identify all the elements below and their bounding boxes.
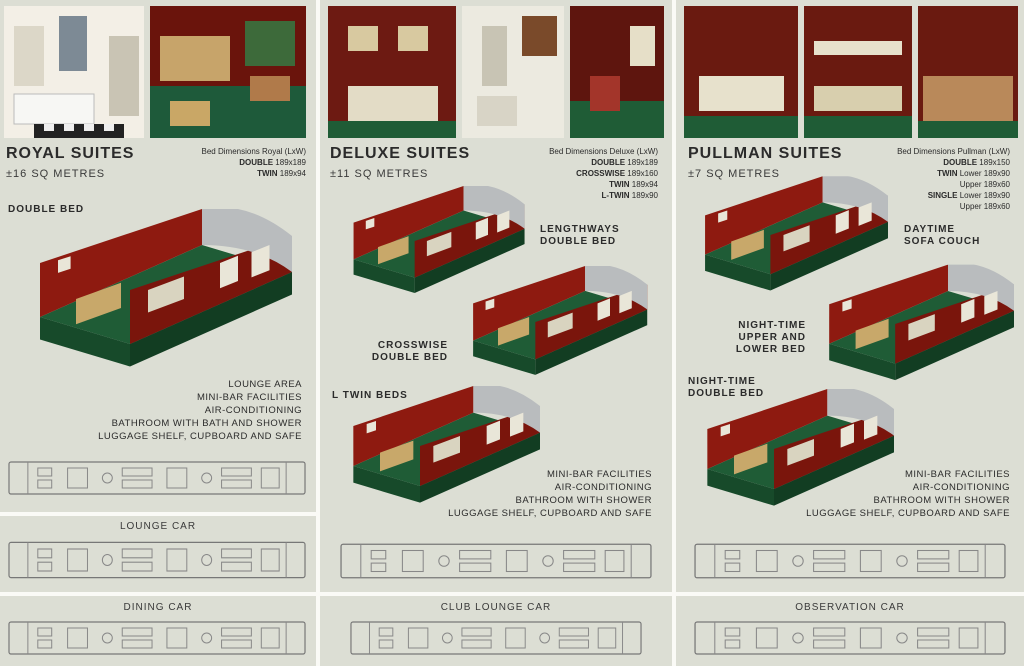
pullman-bunk-car xyxy=(816,262,1014,386)
deluxe-lounge-photo xyxy=(570,6,664,138)
dim-size: Lower 189x90 xyxy=(959,169,1010,178)
deluxe-crosswise-car xyxy=(456,266,652,378)
observation-car-plan xyxy=(694,618,1006,658)
feature-item: LUGGAGE SHELF, CUPBOARD AND SAFE xyxy=(98,431,302,442)
pullman-dims-heading: Bed Dimensions Pullman (LxW) xyxy=(897,147,1010,156)
deluxe-dimensions: Bed Dimensions Deluxe (LxW) DOUBLE 189x1… xyxy=(549,146,658,201)
pullman-suites-panel: PULLMAN SUITES ±7 SQ METRES Bed Dimensio… xyxy=(676,0,1024,592)
dim-size: 189x189 xyxy=(627,158,658,167)
dim-type: DOUBLE xyxy=(943,158,978,167)
pullman-floor-plan xyxy=(694,540,1006,582)
dim-size: 189x94 xyxy=(631,180,658,189)
dim-type: SINGLE xyxy=(927,191,958,200)
dim-type: DOUBLE xyxy=(239,158,274,167)
lounge-car-panel: LOUNGE CAR xyxy=(0,516,316,592)
lengthways-label: LENGTHWAYS DOUBLE BED xyxy=(540,224,620,247)
dim-size: 189x160 xyxy=(627,169,658,178)
pullman-bunk-photo xyxy=(804,6,912,138)
dim-type: TWIN xyxy=(609,180,630,189)
dim-type: L-TWIN xyxy=(601,191,630,200)
royal-bedroom-photo xyxy=(150,6,306,138)
feature-item: MINI-BAR FACILITIES xyxy=(546,469,652,480)
dim-size: 189x189 xyxy=(275,158,306,167)
feature-item: LUGGAGE SHELF, CUPBOARD AND SAFE xyxy=(448,508,652,519)
lounge-car-plan xyxy=(8,538,306,582)
deluxe-suites-panel: DELUXE SUITES ±11 SQ METRES Bed Dimensio… xyxy=(320,0,672,592)
feature-item: AIR-CONDITIONING xyxy=(912,482,1010,493)
feature-item: AIR-CONDITIONING xyxy=(554,482,652,493)
dim-type: CROSSWISE xyxy=(576,169,626,178)
dining-car-plan xyxy=(8,618,306,658)
dim-size: 189x150 xyxy=(979,158,1010,167)
royal-title: ROYAL SUITES xyxy=(6,145,135,162)
observation-car-caption: OBSERVATION CAR xyxy=(795,602,905,613)
royal-double-bed-label: DOUBLE BED xyxy=(8,204,85,215)
royal-features: LOUNGE AREA MINI-BAR FACILITIES AIR-COND… xyxy=(98,378,302,443)
feature-item: MINI-BAR FACILITIES xyxy=(904,469,1010,480)
feature-item: AIR-CONDITIONING xyxy=(204,405,302,416)
dim-type: TWIN xyxy=(257,169,278,178)
dim-size: Upper 189x60 xyxy=(959,180,1010,189)
royal-floor-plan xyxy=(8,458,306,498)
lounge-car-caption: LOUNGE CAR xyxy=(119,521,197,532)
daytime-label: DAYTIME SOFA COUCH xyxy=(904,224,981,247)
feature-item: BATHROOM WITH SHOWER xyxy=(515,495,652,506)
dim-type: DOUBLE xyxy=(591,158,626,167)
l-twin-label: L TWIN BEDS xyxy=(332,390,408,401)
royal-suites-panel: ROYAL SUITES ±16 SQ METRES Bed Dimension… xyxy=(0,0,316,512)
pullman-day-photo xyxy=(684,6,798,138)
deluxe-bathroom-photo xyxy=(462,6,564,138)
feature-item: MINI-BAR FACILITIES xyxy=(196,392,302,403)
feature-item: LUGGAGE SHELF, CUPBOARD AND SAFE xyxy=(806,508,1010,519)
royal-dimensions: Bed Dimensions Royal (LxW) DOUBLE 189x18… xyxy=(202,146,306,179)
observation-car-panel: OBSERVATION CAR xyxy=(676,596,1024,666)
deluxe-bedroom-photo xyxy=(328,6,456,138)
club-lounge-car-panel: CLUB LOUNGE CAR xyxy=(320,596,672,666)
feature-item: BATHROOM WITH BATH AND SHOWER xyxy=(111,418,302,429)
pullman-features: MINI-BAR FACILITIES AIR-CONDITIONING BAT… xyxy=(806,468,1010,520)
nighttime-double-label: NIGHT-TIME DOUBLE BED xyxy=(688,376,765,399)
dining-car-panel: DINING CAR xyxy=(0,596,316,666)
pullman-area: ±7 SQ METRES xyxy=(688,168,780,180)
pullman-dimensions: Bed Dimensions Pullman (LxW) DOUBLE 189x… xyxy=(897,146,1010,212)
dim-size: Upper 189x60 xyxy=(959,202,1010,211)
deluxe-area: ±11 SQ METRES xyxy=(330,168,429,180)
deluxe-title: DELUXE SUITES xyxy=(330,145,471,162)
crosswise-label: CROSSWISE DOUBLE BED xyxy=(371,340,448,363)
dining-car-caption: DINING CAR xyxy=(123,602,193,613)
dim-size: 189x94 xyxy=(279,169,306,178)
dim-type: TWIN xyxy=(937,169,958,178)
royal-car-illustration xyxy=(22,200,292,380)
nighttime-bunk-label: NIGHT-TIME UPPER AND LOWER BED xyxy=(735,320,806,355)
deluxe-floor-plan xyxy=(340,540,652,582)
deluxe-features: MINI-BAR FACILITIES AIR-CONDITIONING BAT… xyxy=(448,468,652,520)
royal-area: ±16 SQ METRES xyxy=(6,168,106,180)
dim-size: 189x90 xyxy=(631,191,658,200)
feature-item: LOUNGE AREA xyxy=(228,379,302,390)
royal-bathroom-photo xyxy=(4,6,144,138)
club-lounge-car-plan xyxy=(350,618,642,658)
dim-size: Lower 189x90 xyxy=(959,191,1010,200)
royal-dims-heading: Bed Dimensions Royal (LxW) xyxy=(201,147,306,156)
pullman-double-photo xyxy=(918,6,1018,138)
club-lounge-car-caption: CLUB LOUNGE CAR xyxy=(440,602,552,613)
deluxe-dims-heading: Bed Dimensions Deluxe (LxW) xyxy=(549,147,658,156)
pullman-title: PULLMAN SUITES xyxy=(688,145,843,162)
feature-item: BATHROOM WITH SHOWER xyxy=(873,495,1010,506)
